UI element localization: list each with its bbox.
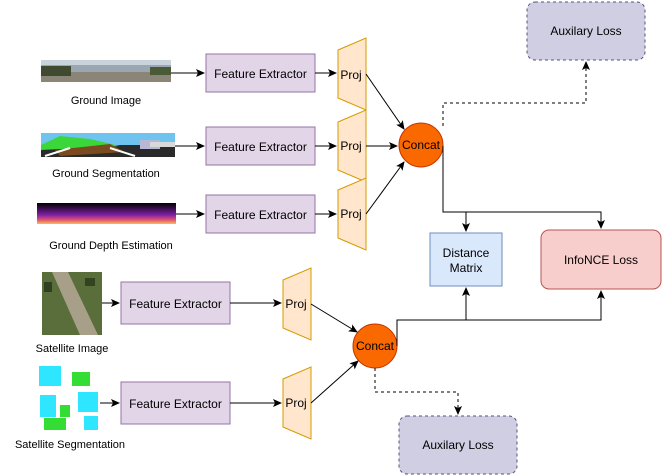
auxiliary-loss-ground: Auxilary Loss: [526, 1, 646, 61]
proj-ground-depth: Proj: [337, 177, 367, 251]
distance-matrix: Distance Matrix: [429, 232, 503, 287]
proj-ground-segmentation: Proj: [337, 109, 367, 183]
ground-segmentation-thumbnail: [41, 133, 175, 157]
svg-text:InfoNCE Loss: InfoNCE Loss: [564, 253, 638, 267]
svg-text:Matrix: Matrix: [450, 261, 483, 275]
ground-image-thumbnail: [41, 60, 171, 82]
feature-extractor-ground-segmentation: Feature Extractor: [205, 126, 316, 166]
satellite-image-thumbnail: [42, 272, 102, 335]
svg-text:Proj: Proj: [285, 297, 306, 311]
connectors: [100, 69, 605, 407]
svg-text:Feature Extractor: Feature Extractor: [214, 140, 307, 154]
proj-satellite-image: Proj: [282, 267, 312, 341]
satellite-image-label: Satellite Image: [36, 343, 109, 355]
infonce-loss: InfoNCE Loss: [540, 229, 662, 290]
proj-satellite-segmentation: Proj: [282, 366, 312, 440]
concat-ground: Concat: [398, 122, 444, 168]
satellite-segmentation-label: Satellite Segmentation: [15, 439, 125, 451]
ground-depth-thumbnail: [37, 203, 176, 224]
svg-text:Distance: Distance: [443, 246, 490, 260]
svg-text:Proj: Proj: [285, 396, 306, 410]
svg-text:Auxilary Loss: Auxilary Loss: [550, 24, 621, 38]
ground-segmentation-label: Ground Segmentation: [52, 168, 160, 180]
svg-text:Concat: Concat: [356, 339, 395, 353]
svg-text:Proj: Proj: [340, 68, 361, 82]
ground-image-label: Ground Image: [71, 95, 141, 107]
svg-text:Proj: Proj: [340, 139, 361, 153]
feature-extractor-ground-image: Feature Extractor: [205, 53, 316, 93]
svg-text:Feature Extractor: Feature Extractor: [214, 67, 307, 81]
svg-text:Concat: Concat: [402, 138, 441, 152]
auxiliary-connectors: [374, 61, 590, 415]
feature-extractor-satellite-segmentation: Feature Extractor: [120, 381, 231, 425]
feature-extractor-ground-depth: Feature Extractor: [205, 194, 316, 234]
svg-text:Feature Extractor: Feature Extractor: [129, 397, 222, 411]
ground-depth-label: Ground Depth Estimation: [49, 240, 173, 252]
svg-text:Feature Extractor: Feature Extractor: [129, 297, 222, 311]
concat-satellite: Concat: [352, 323, 398, 369]
svg-text:Auxilary Loss: Auxilary Loss: [422, 438, 493, 452]
svg-text:Feature Extractor: Feature Extractor: [214, 208, 307, 222]
auxiliary-loss-satellite: Auxilary Loss: [398, 415, 518, 475]
feature-extractor-satellite-image: Feature Extractor: [120, 281, 231, 325]
proj-ground-image: Proj: [337, 37, 367, 111]
svg-text:Proj: Proj: [340, 207, 361, 221]
satellite-segmentation-thumbnail: [39, 366, 100, 431]
